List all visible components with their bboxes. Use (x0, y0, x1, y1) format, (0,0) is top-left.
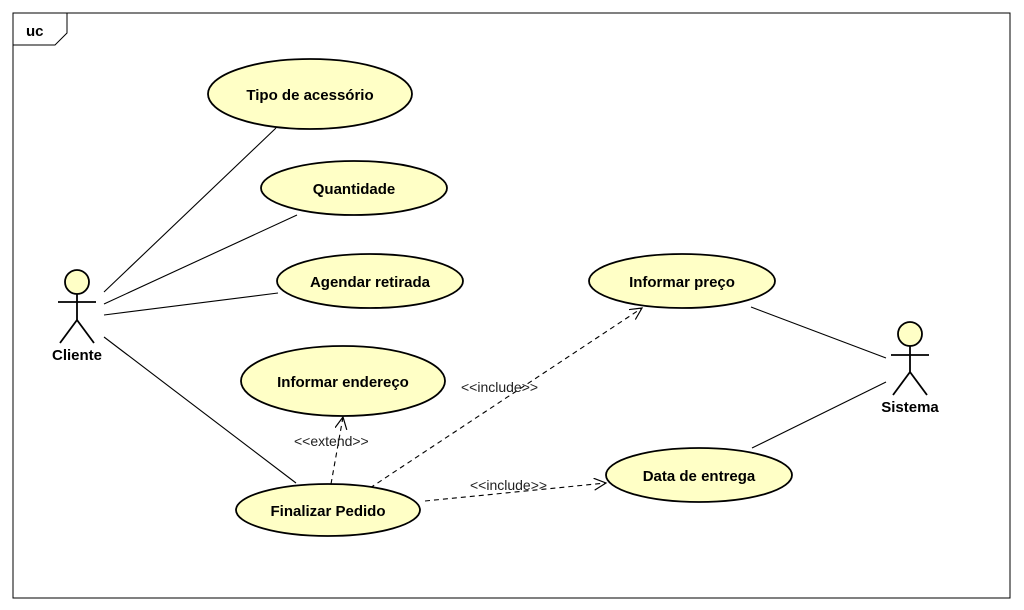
use-case-label: Finalizar Pedido (270, 503, 385, 520)
assoc-cliente-agendar-retirada[interactable] (103, 292, 279, 316)
use-case-quantidade[interactable]: Quantidade (260, 160, 448, 216)
actor-head-icon (897, 321, 923, 347)
use-case-informar-preco[interactable]: Informar preço (588, 253, 776, 309)
actor-sistema[interactable]: Sistema (881, 321, 939, 416)
include-label-data-entrega: <<include>> (470, 477, 547, 493)
assoc-sistema-data-entrega[interactable] (751, 381, 887, 449)
actor-label: Cliente (52, 347, 102, 364)
assoc-sistema-informar-preco[interactable] (750, 306, 887, 359)
include-label-informar-preco: <<include>> (461, 379, 538, 395)
include-arrow-informar-preco[interactable] (369, 308, 642, 489)
use-case-label: Quantidade (313, 181, 396, 198)
dependency-labels: <<extend>> <<include>> <<include>> (294, 379, 547, 493)
frame-label: uc (26, 23, 44, 40)
diagram-frame: uc (12, 12, 1011, 599)
assoc-cliente-tipo-acessorio[interactable] (103, 127, 277, 293)
actor-label: Sistema (881, 399, 939, 416)
use-case-label: Informar preço (629, 274, 735, 291)
use-case-label: Informar endereço (277, 374, 409, 391)
actor-head-icon (64, 269, 90, 295)
use-case-finalizar-pedido[interactable]: Finalizar Pedido (235, 483, 421, 537)
dependencies (330, 308, 642, 502)
include-arrow-data-entrega[interactable] (424, 483, 606, 502)
use-case-data-entrega[interactable]: Data de entrega (605, 447, 793, 503)
associations (103, 127, 887, 484)
use-case-label: Tipo de acessório (246, 87, 373, 104)
use-case-label: Data de entrega (643, 468, 756, 485)
actor-cliente[interactable]: Cliente (52, 269, 102, 364)
use-case-tipo-acessorio[interactable]: Tipo de acessório (207, 58, 413, 130)
extend-label: <<extend>> (294, 433, 369, 449)
assoc-cliente-quantidade[interactable] (103, 214, 298, 305)
use-case-informar-endereco[interactable]: Informar endereço (240, 345, 446, 417)
extend-arrow[interactable] (330, 417, 343, 485)
use-case-label: Agendar retirada (310, 274, 431, 291)
assoc-cliente-finalizar-pedido[interactable] (103, 336, 297, 484)
use-case-agendar-retirada[interactable]: Agendar retirada (276, 253, 464, 309)
